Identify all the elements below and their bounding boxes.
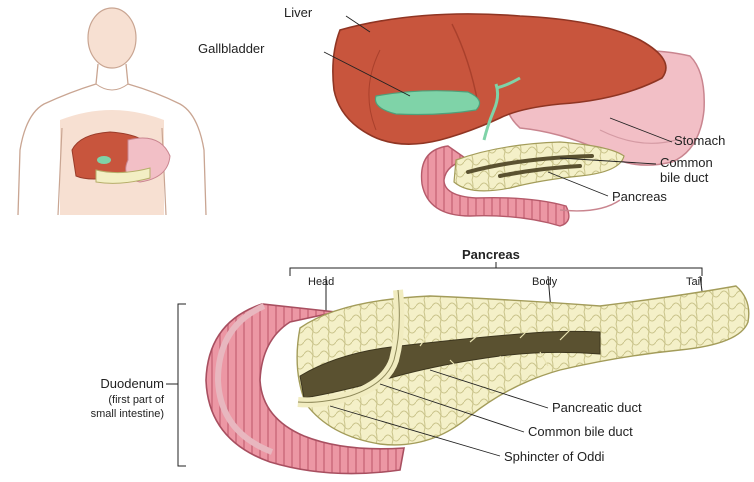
label-gallbladder: Gallbladder (198, 42, 265, 56)
human-figure (18, 8, 206, 215)
label-tail: Tail (686, 276, 703, 288)
label-duodenum-sub1: (first part of (64, 394, 164, 406)
top-pancreas-shape (454, 142, 624, 191)
label-common-bile-duct: Common bile duct (528, 425, 633, 439)
label-liver: Liver (284, 6, 312, 20)
label-head: Head (308, 276, 334, 288)
label-common-bile-duct-2: bile duct (660, 171, 708, 185)
label-sphincter-of-oddi: Sphincter of Oddi (504, 450, 604, 464)
label-common-bile-duct-1: Common (660, 156, 713, 170)
label-duodenum-sub2: small intestine) (64, 408, 164, 420)
label-pancreas-title: Pancreas (462, 248, 520, 262)
label-pancreas-top: Pancreas (612, 190, 667, 204)
label-body: Body (532, 276, 557, 288)
label-duodenum: Duodenum (64, 377, 164, 391)
label-pancreatic-duct: Pancreatic duct (552, 401, 642, 415)
gallbladder-shape (375, 91, 479, 115)
label-stomach: Stomach (674, 134, 725, 148)
duodenum-bracket (166, 304, 186, 466)
